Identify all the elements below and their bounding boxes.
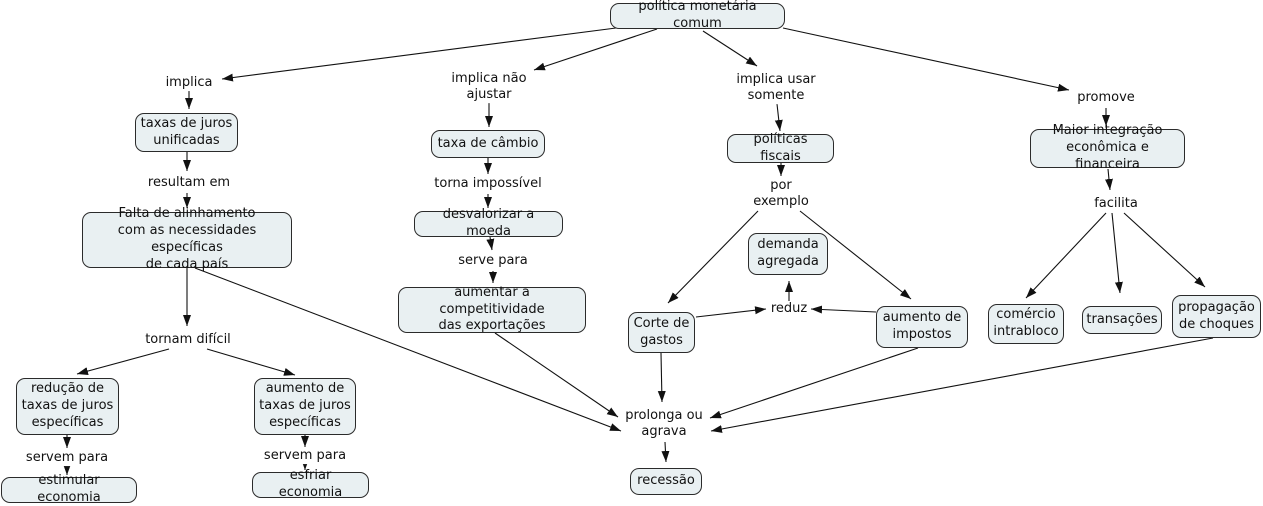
edge-tornam-para-reducao [76, 348, 170, 375]
edge-facilita-para-comercio [1025, 212, 1107, 299]
link-label-promove: promove [1075, 90, 1137, 106]
node-politica-monetaria-comum: política monetária comum [610, 0, 785, 31]
link-label-implica-usar-somente: implica usar somente [734, 72, 818, 104]
edge-root-para-promove [782, 27, 1070, 92]
edge-porexemplo-para-impostos [799, 210, 912, 300]
node-propagacao-de-choques: propagação de choques [1172, 295, 1261, 338]
node-transacoes: transações [1082, 306, 1162, 334]
node-demanda-agregada: demanda agregada [748, 233, 828, 275]
link-label-torna-impossivel: torna impossível [432, 176, 544, 192]
link-label-servem-para-esquerda: servem para [23, 450, 111, 466]
link-label-resultam-em: resultam em [145, 175, 233, 191]
node-aumentar-competitividade: aumentar a competitividade das exportaçõ… [398, 285, 586, 333]
edge-integracao-para-facilita [1104, 168, 1113, 191]
node-falta-de-alinhamento: Falta de alinhamento com as necessidades… [82, 206, 292, 272]
link-label-facilita: facilita [1092, 196, 1140, 212]
node-aumento-de-taxas-especificas: aumento de taxas de juros específicas [254, 378, 356, 435]
link-label-serve-para: serve para [456, 253, 530, 269]
edge-prolonga-para-recessao [661, 441, 670, 463]
edge-desvalorizar-para-serve [486, 236, 495, 251]
node-taxas-de-juros-unificadas: taxas de juros unificadas [135, 113, 238, 152]
edge-porexemplo-para-corte [667, 210, 759, 304]
node-reducao-de-taxas-especificas: redução de taxas de juros específicas [16, 378, 119, 435]
edge-impostos-para-reduz [810, 305, 877, 314]
link-label-tornam-dificil: tornam difícil [143, 332, 233, 348]
link-label-implica: implica [163, 75, 215, 91]
link-label-reduz: reduz [768, 301, 810, 317]
edge-falta-para-prolonga [194, 267, 622, 432]
edge-impostos-para-prolonga [709, 347, 919, 419]
node-corte-de-gastos: Corte de gastos [628, 312, 695, 353]
edge-facilita-para-propagacao [1123, 212, 1206, 288]
edge-root-para-implica-nao-ajustar [533, 28, 658, 71]
edge-aumentarcomp-para-prolonga [494, 332, 619, 418]
node-comercio-intrabloco: comércio intrabloco [988, 304, 1064, 344]
edge-facilita-para-transacoes [1111, 212, 1123, 294]
node-aumento-de-impostos: aumento de impostos [876, 306, 968, 348]
node-taxa-de-cambio: taxa de câmbio [431, 130, 545, 158]
node-maior-integracao: Maior integração econômica e financeira [1030, 123, 1185, 172]
edge-propagacao-para-prolonga [710, 337, 1214, 433]
edge-tornam-para-aumento [206, 348, 296, 376]
link-label-implica-nao-ajustar: implica não ajustar [449, 71, 529, 103]
edge-root-para-implica-usar [702, 30, 758, 67]
link-label-por-exemplo: por exemplo [751, 178, 811, 210]
edge-implicausar-para-fiscais [774, 103, 783, 132]
node-esfriar-economia: esfriar economia [252, 468, 369, 500]
link-label-servem-para-direita: servem para [261, 448, 349, 464]
node-politicas-fiscais: políticas fiscais [727, 132, 834, 164]
link-label-prolonga-ou-agrava: prolonga ou agrava [623, 408, 705, 440]
node-recessao: recessão [630, 468, 702, 495]
edge-corte-para-reduz [695, 306, 767, 318]
node-estimular-economia: estimular economia [1, 473, 137, 505]
edge-corte-para-prolonga [657, 352, 666, 403]
node-desvalorizar-a-moeda: desvalorizar a moeda [414, 207, 563, 239]
edge-root-para-implica [221, 27, 617, 82]
